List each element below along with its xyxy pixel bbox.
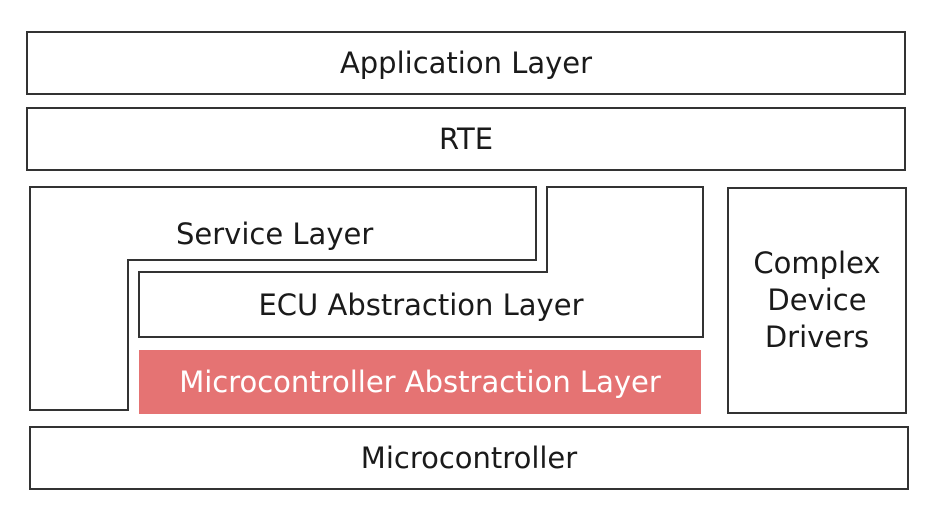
application-layer: Application Layer	[26, 31, 906, 95]
service-layer-label: Service Layer	[176, 217, 374, 251]
application-layer-label: Application Layer	[339, 46, 593, 80]
microcontroller-abstraction-layer: Microcontroller Abstraction Layer	[139, 350, 701, 414]
microcontroller-layer: Microcontroller	[29, 426, 909, 490]
rte-layer-label: RTE	[438, 122, 494, 156]
microcontroller-layer-label: Microcontroller	[360, 441, 578, 475]
microcontroller-abstraction-layer-label: Microcontroller Abstraction Layer	[179, 365, 661, 399]
ecu-abstraction-layer: ECU Abstraction Layer	[139, 273, 703, 337]
complex-device-drivers-line-3: Drivers	[764, 320, 870, 354]
complex-device-drivers: Complex Device Drivers	[727, 187, 907, 414]
ecu-abstraction-layer-label: ECU Abstraction Layer	[258, 288, 584, 322]
rte-layer: RTE	[26, 107, 906, 171]
complex-device-drivers-line-1: Complex	[753, 246, 881, 280]
complex-device-drivers-line-2: Device	[767, 283, 867, 317]
service-layer: Service Layer	[176, 214, 406, 254]
